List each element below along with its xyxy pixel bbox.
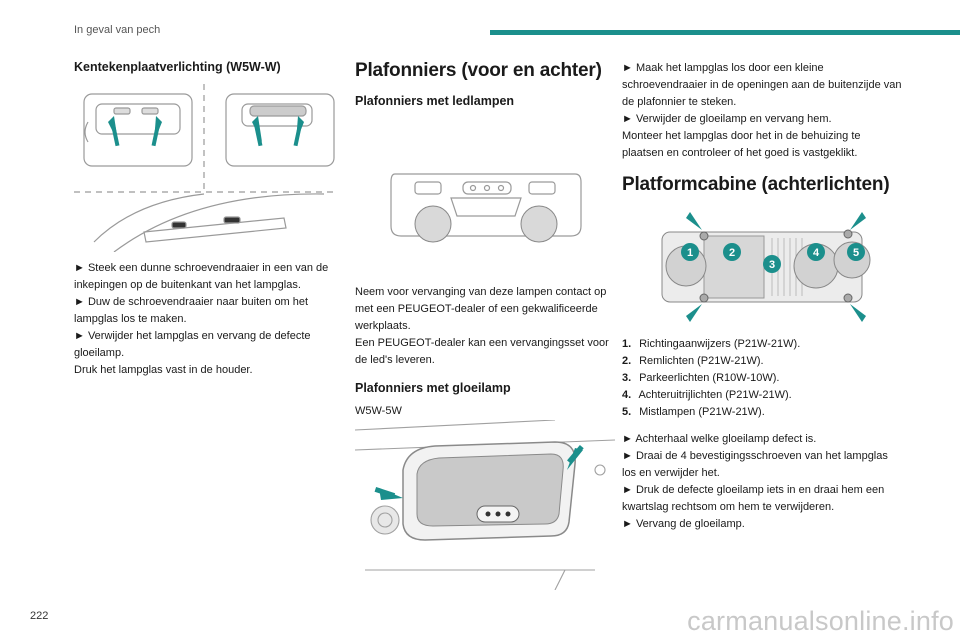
courtesy-step: Monteer het lampglas door het in de behu… xyxy=(622,130,861,159)
courtesy-lights-title: Plafonniers (voor en achter) xyxy=(355,60,602,81)
led-courtesy-text: Een PEUGEOT-dealer kan een vervangingsse… xyxy=(355,337,609,366)
callout-2: 2 xyxy=(729,247,735,259)
list-item: 2. Remlichten (P21W-21W). xyxy=(622,355,764,367)
license-plate-heading: Kentekenplaatverlichting (W5W-W) xyxy=(74,60,281,74)
license-plate-step: ► Steek een dunne schroevendraaier in ee… xyxy=(74,262,329,291)
column-license-plate: Kentekenplaatverlichting (W5W-W) xyxy=(74,60,336,379)
header-section-title: In geval van pech xyxy=(74,24,161,36)
list-item: 1. Richtingaanwijzers (P21W-21W). xyxy=(622,338,801,350)
led-courtesy-heading: Plafonniers met ledlampen xyxy=(355,94,515,108)
header-accent-bar xyxy=(490,30,960,35)
callout-5: 5 xyxy=(853,247,859,259)
license-plate-step: ► Verwijder het lampglas en vervang de d… xyxy=(74,330,311,359)
rear-lamp-list: 1. Richtingaanwijzers (P21W-21W). 2. Rem… xyxy=(622,336,902,421)
bulb-courtesy-heading: Plafonniers met gloeilamp xyxy=(355,381,511,395)
license-plate-illustration xyxy=(74,84,336,252)
courtesy-step: ► Maak het lampglas los door een kleine … xyxy=(622,62,902,108)
list-item: 4. Achteruitrijlichten (P21W-21W). xyxy=(622,389,792,401)
rear-lamp-step: ► Draai de 4 bevestigingsschroeven van h… xyxy=(622,450,888,479)
license-plate-step: Druk het lampglas vast in de houder. xyxy=(74,364,253,376)
led-courtesy-light-illustration xyxy=(390,173,582,243)
rear-lamp-step: ► Achterhaal welke gloeilamp defect is. xyxy=(622,433,817,445)
callout-4: 4 xyxy=(813,247,820,259)
callout-3: 3 xyxy=(769,259,775,271)
column-platform-cab: ► Maak het lampglas los door een kleine … xyxy=(622,60,902,533)
watermark: carmanualsonline.info xyxy=(687,606,954,636)
column-courtesy-lights: Plafonniers (voor en achter) Plafonniers… xyxy=(355,60,617,590)
led-courtesy-text: Neem voor vervanging van deze lampen con… xyxy=(355,286,607,332)
courtesy-step: ► Verwijder de gloeilamp en vervang hem. xyxy=(622,113,832,125)
page-number: 222 xyxy=(30,610,49,622)
rear-lamp-step: ► Druk de defecte gloeilamp iets in en d… xyxy=(622,484,885,513)
callout-1: 1 xyxy=(687,247,693,259)
bulb-type: W5W-5W xyxy=(355,405,402,417)
list-item: 3. Parkeerlichten (R10W-10W). xyxy=(622,372,780,384)
rear-lamp-step: ► Vervang de gloeilamp. xyxy=(622,518,745,530)
list-item: 5. Mistlampen (P21W-21W). xyxy=(622,406,765,418)
platform-cab-title: Platformcabine (achterlichten) xyxy=(622,174,890,195)
bulb-courtesy-light-illustration xyxy=(355,420,616,590)
rear-lamp-illustration: 1 2 3 4 5 xyxy=(661,212,871,322)
license-plate-step: ► Duw de schroevendraaier naar buiten om… xyxy=(74,296,309,325)
